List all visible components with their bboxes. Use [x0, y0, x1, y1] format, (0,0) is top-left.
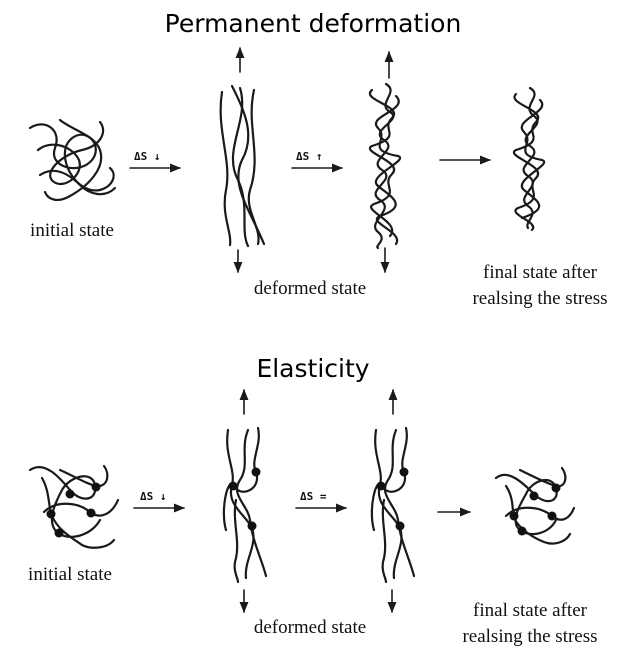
elasticity-final-label-line2: realsing the stress: [462, 626, 597, 647]
permanent-deformed-label: deformed state: [254, 278, 366, 299]
elasticity-stress-increase-label: ΔS ↓: [140, 490, 167, 503]
crosslink-node: [66, 490, 75, 499]
elasticity-initial-label: initial state: [28, 564, 112, 585]
crosslink-node: [510, 512, 519, 521]
permanent-final-label-line2: realsing the stress: [472, 288, 607, 309]
elasticity-stress-hold-label: ΔS =: [300, 490, 327, 503]
permanent-initial-label: initial state: [30, 220, 114, 241]
crosslink-node: [400, 468, 409, 477]
crosslink-node: [55, 529, 64, 538]
crosslink-node: [87, 509, 96, 518]
crosslink-node: [396, 522, 405, 531]
crosslink-node: [229, 482, 238, 491]
crosslink-node: [530, 492, 539, 501]
crosslink-node: [47, 510, 56, 519]
elasticity-final-tangle: [496, 468, 574, 544]
permanent-final-chains: [514, 88, 544, 230]
crosslink-node: [248, 522, 257, 531]
elasticity-held-chains: [372, 390, 414, 612]
permanent-final-label-line1: final state after: [483, 262, 598, 283]
crosslink-node: [252, 468, 261, 477]
elasticity-deformed-chains: [224, 390, 266, 612]
crosslink-node: [518, 527, 527, 536]
elasticity-initial-tangle: [30, 466, 118, 548]
crosslink-node: [552, 484, 561, 493]
elasticity-title: Elasticity: [256, 354, 369, 383]
crosslink-node: [92, 483, 101, 492]
permanent-initial-tangle: [30, 120, 115, 200]
permanent-coiled-chains: [370, 52, 400, 272]
permanent-deformed-chains: [221, 48, 264, 272]
permanent-stress-increase-label: ΔS ↓: [134, 150, 161, 163]
permanent-title: Permanent deformation: [165, 9, 462, 38]
elasticity-deformed-label: deformed state: [254, 617, 366, 638]
elasticity-final-label-line1: final state after: [473, 600, 588, 621]
permanent-stress-release-label: ΔS ↑: [296, 150, 323, 163]
crosslink-node: [377, 482, 386, 491]
crosslink-node: [548, 512, 557, 521]
